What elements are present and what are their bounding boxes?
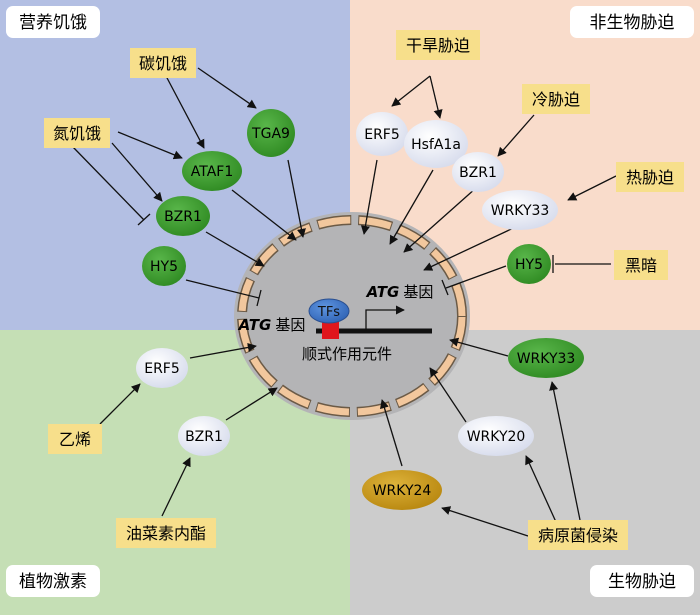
nitrogen-to-bzr1-arrow xyxy=(111,142,163,202)
tf-tga9: TGA9 xyxy=(247,109,295,157)
tf-erf5-abiotic: ERF5 xyxy=(356,112,408,156)
stimulus-nitrogen-label: 氮饥饿 xyxy=(53,124,101,143)
tf-wrky20-label: WRKY20 xyxy=(467,429,526,445)
tf-hy5-nutrient-label: HY5 xyxy=(150,259,178,275)
stimulus-carbon: 碳饥饿 xyxy=(130,48,196,78)
hy5-inhibits-atg-right-bar xyxy=(441,279,449,296)
stimulus-pathogen: 病原菌侵染 xyxy=(528,520,628,550)
stimulus-drought-label: 干旱胁迫 xyxy=(406,36,470,55)
ethylene-to-erf5-arrow xyxy=(99,383,141,425)
tf-hy5-abiotic: HY5 xyxy=(507,244,551,284)
hormone-title: 植物激素 xyxy=(19,572,87,592)
stimulus-cold: 冷胁迫 xyxy=(522,84,590,114)
tf-bzr1-hormone-label: BZR1 xyxy=(185,429,223,445)
tf-tga9-label: TGA9 xyxy=(251,126,290,142)
biotic-title-box: 生物胁迫 xyxy=(590,565,694,597)
tga9-to-nucleus-arrow xyxy=(287,159,306,238)
stimulus-heat: 热胁迫 xyxy=(616,162,684,192)
tf-wrky33-biotic-label: WRKY33 xyxy=(517,351,576,367)
nucleoplasm xyxy=(248,226,456,406)
wrky33-abiotic-to-nucleus-arrow xyxy=(423,223,523,271)
nuclear-membrane-fill xyxy=(238,216,466,416)
tf-wrky33-abiotic-label: WRKY33 xyxy=(491,203,550,219)
connections xyxy=(71,67,617,537)
stimulus-brassinosteroid: 油菜素内酯 xyxy=(116,518,216,548)
pathogen-to-wrky24-arrow xyxy=(441,506,529,537)
abiotic-title-box: 非生物胁迫 xyxy=(570,6,694,38)
tf-hy5-nutrient: HY5 xyxy=(142,246,186,286)
tf-hsfa1a-label: HsfA1a xyxy=(411,137,461,153)
nitrogen-inhibits-hy5 xyxy=(71,145,145,221)
abiotic-title: 非生物胁迫 xyxy=(590,13,675,33)
pathogen-to-wrky20-arrow xyxy=(525,455,557,523)
bzr1-to-nucleus-arrow-left xyxy=(225,387,278,421)
heat-to-wrky33-arrow xyxy=(567,175,617,201)
nitrogen-to-ataf1-arrow xyxy=(117,131,183,160)
tf-bzr1-hormone: BZR1 xyxy=(178,416,230,456)
gene-schematic: TFs xyxy=(308,298,432,339)
stimulus-carbon-label: 碳饥饿 xyxy=(139,54,187,73)
brassinosteroid-to-bzr1-arrow xyxy=(161,457,191,517)
erf5-to-nucleus-arrow xyxy=(360,159,378,235)
tf-bzr1-abiotic-label: BZR1 xyxy=(459,165,497,181)
stimulus-drought: 干旱胁迫 xyxy=(396,30,480,60)
cis-element-label: 顺式作用元件 xyxy=(302,345,392,363)
stimulus-ethylene-label: 乙烯 xyxy=(59,430,91,449)
transcription-start-arrow xyxy=(365,305,405,331)
tf-wrky24-label: WRKY24 xyxy=(373,483,432,499)
biotic-title: 生物胁迫 xyxy=(608,572,676,592)
nutrient-title: 营养饥饿 xyxy=(19,13,87,33)
erf5-to-nucleus-arrow-left xyxy=(189,342,257,359)
tf-hy5-abiotic-label: HY5 xyxy=(515,257,543,273)
hsfa1a-to-nucleus-arrow xyxy=(389,169,434,245)
tf-wrky33-abiotic: WRKY33 xyxy=(482,190,558,230)
bzr1-to-nucleus-arrow xyxy=(205,231,265,267)
tf-bzr1-nutrient-label: BZR1 xyxy=(164,209,202,225)
tf-ataf1-label: ATAF1 xyxy=(191,164,234,180)
hy5-inhibits-atg xyxy=(185,279,260,299)
drought-to-hsfa1a-arrow xyxy=(429,75,443,119)
hy5-inhibits-atg-bar xyxy=(256,289,262,307)
tfs-oval xyxy=(308,298,350,324)
tf-erf5-abiotic-label: ERF5 xyxy=(364,127,400,143)
drought-to-erf5-arrow xyxy=(391,75,431,107)
cold-to-bzr1-arrow xyxy=(497,114,535,157)
tf-bzr1-abiotic: BZR1 xyxy=(452,152,504,192)
cis-element-box xyxy=(322,322,339,339)
wrky33-biotic-to-nucleus-arrow xyxy=(449,337,509,357)
carbon-to-tga9-arrow xyxy=(197,67,257,109)
tf-bzr1-nutrient: BZR1 xyxy=(156,196,210,236)
nucleus xyxy=(234,212,470,420)
wrky20-to-nucleus-arrow xyxy=(429,367,467,423)
tf-wrky33-biotic: WRKY33 xyxy=(508,338,584,378)
bzr1-abiotic-to-nucleus-arrow xyxy=(403,187,477,253)
stimulus-ethylene: 乙烯 xyxy=(48,424,102,454)
carbon-to-ataf1-arrow xyxy=(165,75,205,149)
stimulus-brassinosteroid-label: 油菜素内酯 xyxy=(126,524,206,543)
pathogen-to-wrky33-arrow xyxy=(549,381,581,521)
tf-hsfa1a: HsfA1a xyxy=(404,120,468,168)
tf-wrky20: WRKY20 xyxy=(458,416,534,456)
tfs-label: TFs xyxy=(317,305,340,320)
tf-erf5-hormone: ERF5 xyxy=(136,348,188,388)
stimulus-cold-label: 冷胁迫 xyxy=(532,90,580,109)
ataf1-to-nucleus-arrow xyxy=(231,189,297,241)
stimulus-heat-label: 热胁迫 xyxy=(626,168,674,187)
stimulus-nitrogen: 氮饥饿 xyxy=(44,118,110,148)
hy5-inhibits-atg-right xyxy=(445,265,507,289)
wrky24-to-nucleus-arrow xyxy=(380,399,403,467)
tf-wrky24: WRKY24 xyxy=(362,470,442,510)
hormone-title-box: 植物激素 xyxy=(6,565,100,597)
tf-erf5-hormone-label: ERF5 xyxy=(144,361,180,377)
stimulus-dark-label: 黑暗 xyxy=(625,256,657,275)
nutrient-title-box: 营养饥饿 xyxy=(6,6,100,38)
tf-ataf1: ATAF1 xyxy=(182,151,242,191)
stimulus-dark: 黑暗 xyxy=(614,250,668,280)
nitrogen-inhibits-hy5-bar xyxy=(137,213,151,226)
stimulus-pathogen-label: 病原菌侵染 xyxy=(538,526,618,545)
